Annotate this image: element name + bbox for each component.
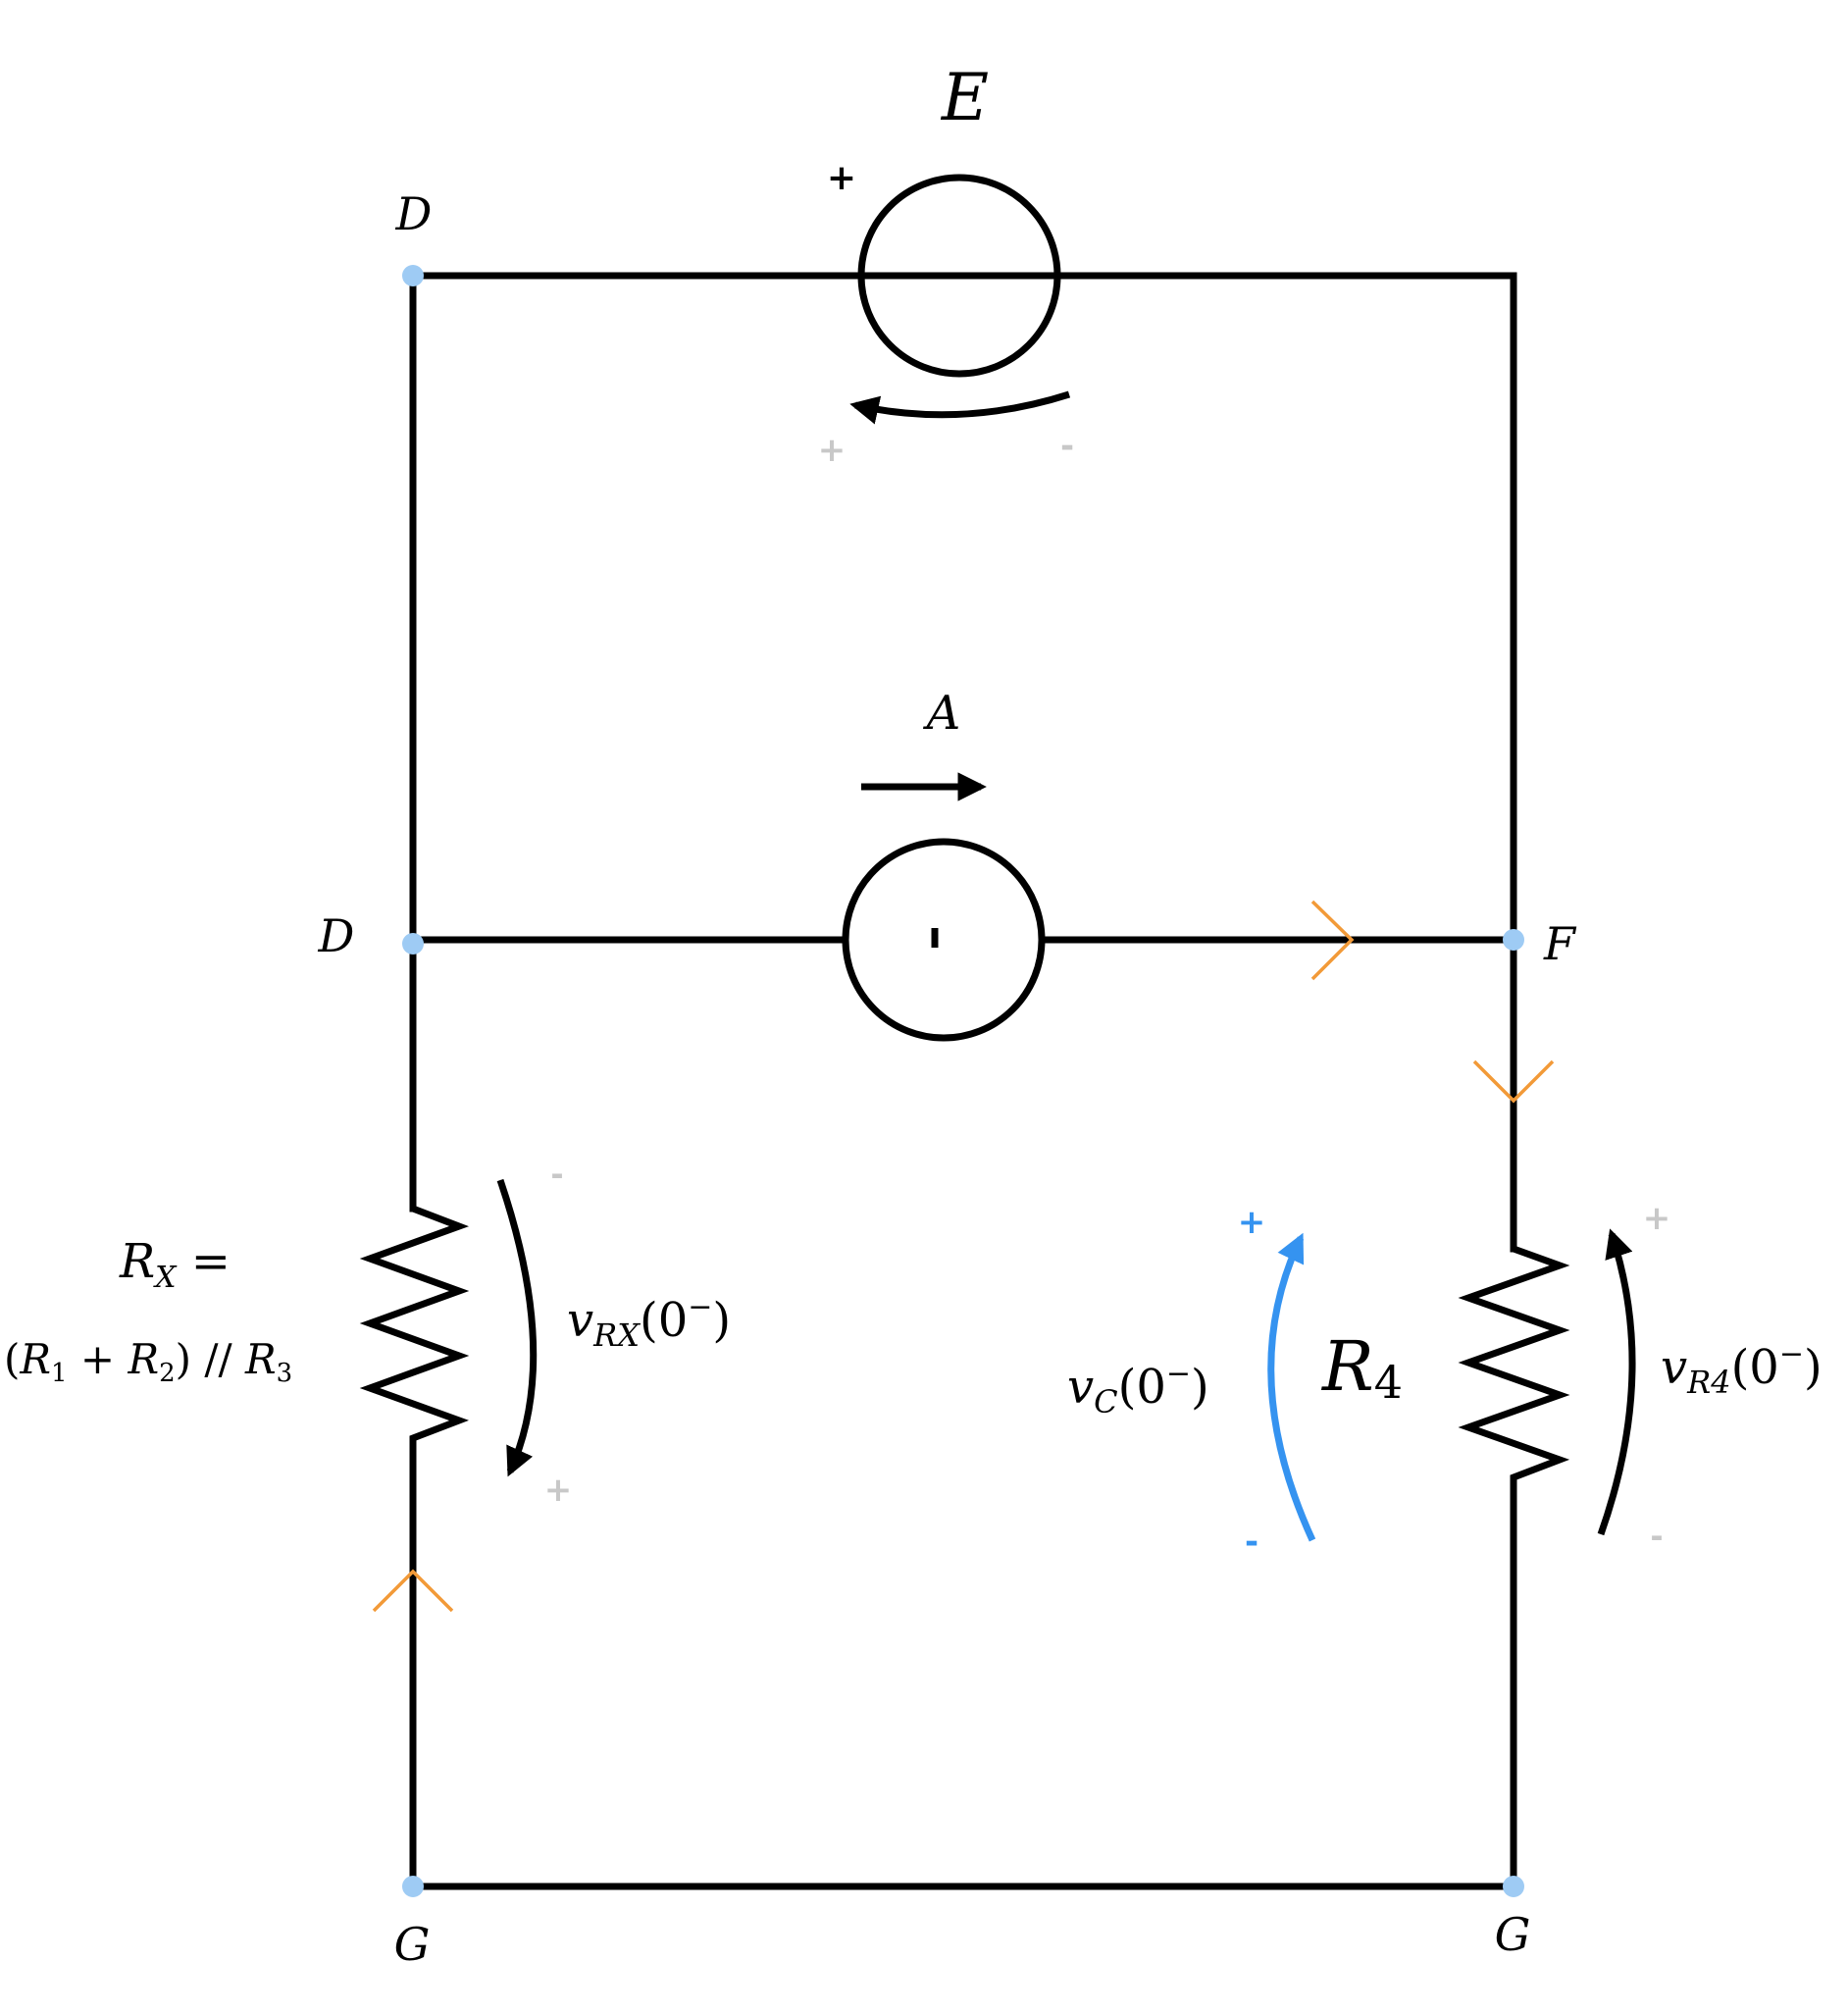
voltage-source-plus-mark: + xyxy=(827,158,856,198)
chevron-down-icon xyxy=(1472,1059,1555,1104)
capacitor-voltage-label: vC(0−) xyxy=(1067,1357,1209,1420)
resistor-rx-voltage-label: vRX(0−) xyxy=(567,1290,731,1354)
chevron-right-icon xyxy=(1310,900,1355,981)
node-dot-d-mid xyxy=(402,933,424,955)
chevron-up-icon xyxy=(372,1569,454,1613)
node-label-d-top: D xyxy=(395,187,433,240)
current-source-a: A xyxy=(842,686,1046,1042)
node-dot-g-left xyxy=(402,1876,424,1897)
resistor-rx-voltage-minus: - xyxy=(550,1156,563,1193)
resistor-rx-definition-line1: RX = xyxy=(119,1234,231,1295)
current-direction-markers xyxy=(372,900,1555,1613)
voltage-source-label: E xyxy=(941,60,989,135)
resistor-r4-voltage-minus: - xyxy=(1650,1518,1663,1555)
capacitor-voltage-minus: - xyxy=(1245,1523,1258,1562)
node-dot-g-right xyxy=(1503,1876,1524,1897)
node-dot-f xyxy=(1503,929,1524,951)
node-label-g-right: G xyxy=(1495,1908,1531,1961)
resistor-r4-voltage-label: vR4(0−) xyxy=(1661,1337,1822,1401)
capacitor-voltage: + - vC(0−) xyxy=(1067,1203,1316,1562)
resistor-rx: - + vRX(0−) RX = (R1 + R2) // R3 xyxy=(4,1156,731,1510)
wiring xyxy=(409,272,1517,1890)
node-label-f: F xyxy=(1543,917,1577,970)
resistor-r4-zigzag xyxy=(1458,1245,1570,1499)
resistor-rx-voltage-plus: + xyxy=(544,1471,573,1510)
resistor-rx-definition-line2: (R1 + R2) // R3 xyxy=(4,1335,292,1388)
nodes: D D F G G xyxy=(318,187,1577,1971)
resistor-rx-voltage-arrow xyxy=(496,1178,538,1477)
resistor-r4-voltage-plus: + xyxy=(1643,1199,1671,1238)
node-label-g-left: G xyxy=(394,1918,431,1971)
voltage-source-e: E + + - xyxy=(818,60,1074,470)
resistor-r4-label: R4 xyxy=(1320,1326,1403,1409)
current-source-label: A xyxy=(923,686,961,741)
node-dot-d-top xyxy=(402,265,424,286)
resistor-r4: R4 + - vR4(0−) xyxy=(1320,1199,1822,1555)
capacitor-voltage-plus: + xyxy=(1238,1203,1266,1242)
voltage-source-arrow-minus: - xyxy=(1060,427,1074,466)
resistor-r4-voltage-arrow xyxy=(1597,1228,1636,1536)
resistor-rx-zigzag xyxy=(359,1205,470,1460)
node-label-d-mid: D xyxy=(318,909,355,962)
voltage-source-arrow-plus: + xyxy=(818,431,847,470)
capacitor-voltage-arrow xyxy=(1267,1232,1316,1542)
voltage-source-arrow xyxy=(849,390,1071,425)
current-source-circle xyxy=(842,838,1046,1042)
